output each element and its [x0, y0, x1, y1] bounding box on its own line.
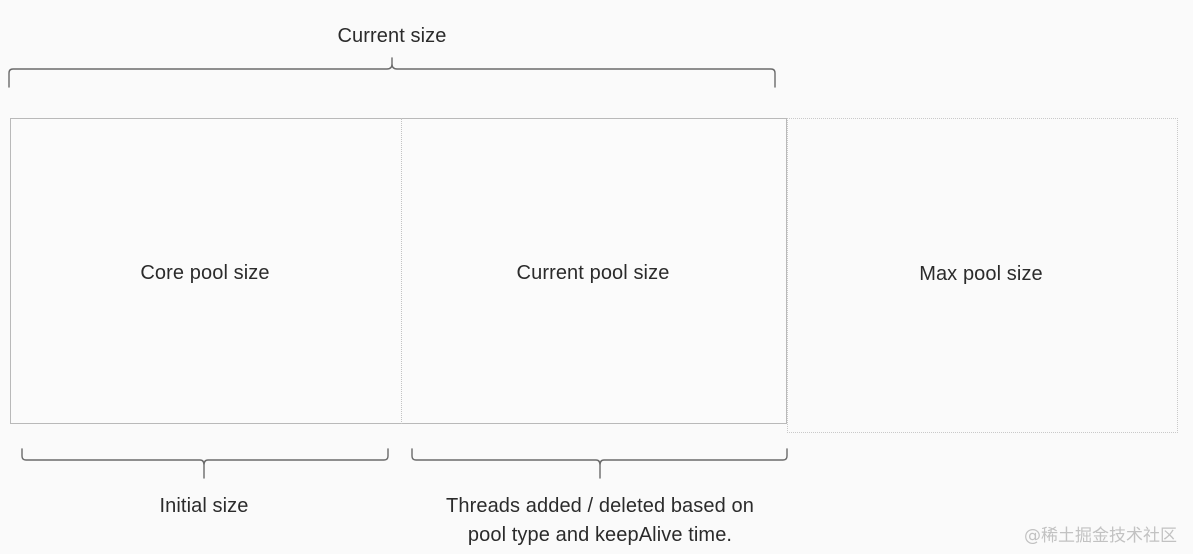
threads-note-line-1: Threads added / deleted based on	[446, 495, 754, 517]
core-current-divider	[401, 118, 402, 424]
initial-size-label: Initial size	[159, 495, 249, 517]
current-size-brace-path	[8, 57, 776, 88]
core-pool-size-label: Core pool size	[140, 262, 270, 284]
solid-pool-region	[10, 118, 787, 424]
watermark: @稀土掘金技术社区	[1024, 526, 1177, 546]
max-pool-region	[787, 118, 1178, 433]
current-pool-size-label: Current pool size	[516, 262, 670, 284]
initial-size-brace-path	[21, 448, 389, 479]
max-pool-size-label: Max pool size	[919, 263, 1043, 285]
threads-note-line-2: pool type and keepAlive time.	[467, 524, 733, 546]
current-size-label: Current size	[337, 25, 447, 47]
threads-brace-path	[411, 448, 788, 479]
